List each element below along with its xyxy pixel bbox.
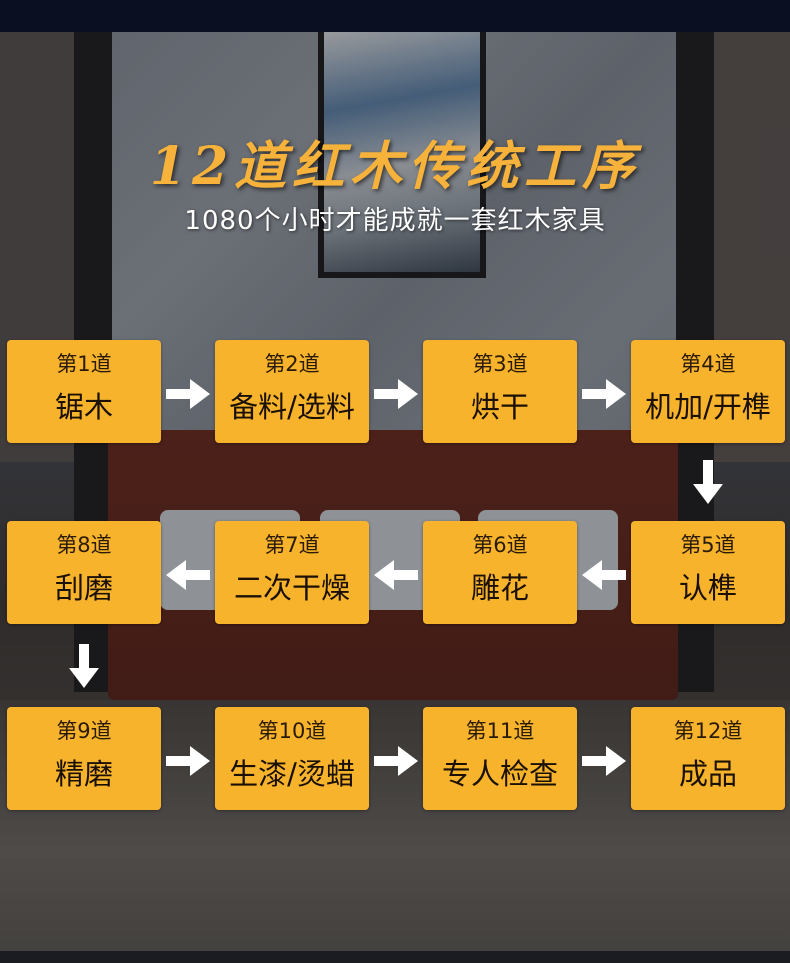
step-number: 第1道: [56, 352, 112, 376]
arrow-right-icon: [166, 745, 210, 776]
arrow-right-icon: [374, 378, 418, 409]
process-step-1: 第1道锯木: [7, 340, 161, 443]
step-name: 雕花: [470, 571, 529, 605]
background-landscape-painting: [318, 32, 486, 278]
step-name: 精磨: [54, 757, 113, 791]
arrow-down-icon: [69, 643, 99, 688]
process-step-8: 第8道刮磨: [7, 521, 161, 624]
page-subtitle: 1080个小时才能成就一套红木家具: [184, 206, 606, 236]
step-name: 生漆/烫蜡: [229, 757, 355, 791]
step-number: 第11道: [465, 719, 535, 743]
process-step-11: 第11道专人检查: [423, 707, 577, 810]
step-number: 第6道: [472, 533, 528, 557]
step-number: 第4道: [680, 352, 736, 376]
process-step-10: 第10道生漆/烫蜡: [215, 707, 369, 810]
bottom-bar: [0, 951, 790, 963]
arrow-right-icon: [166, 378, 210, 409]
step-name: 备料/选料: [229, 390, 355, 424]
step-name: 二次干燥: [233, 571, 350, 605]
top-bar: [0, 0, 790, 32]
arrow-right-icon: [582, 378, 626, 409]
step-number: 第10道: [257, 719, 327, 743]
arrow-right-icon: [374, 745, 418, 776]
step-name: 机加/开榫: [645, 390, 771, 424]
page-title: 12道红木传统工序: [149, 136, 641, 197]
process-step-5: 第5道认榫: [631, 521, 785, 624]
process-step-4: 第4道机加/开榫: [631, 340, 785, 443]
step-number: 第9道: [56, 719, 112, 743]
step-name: 成品: [678, 757, 737, 791]
arrow-left-icon: [166, 559, 210, 590]
process-step-6: 第6道雕花: [423, 521, 577, 624]
process-step-3: 第3道烘干: [423, 340, 577, 443]
process-step-7: 第7道二次干燥: [215, 521, 369, 624]
process-step-9: 第9道精磨: [7, 707, 161, 810]
arrow-left-icon: [374, 559, 418, 590]
step-name: 专人检查: [441, 757, 558, 791]
step-number: 第7道: [264, 533, 320, 557]
process-step-2: 第2道备料/选料: [215, 340, 369, 443]
step-name: 认榫: [678, 571, 737, 605]
arrow-down-icon: [693, 460, 723, 504]
step-number: 第8道: [56, 533, 112, 557]
step-number: 第5道: [680, 533, 736, 557]
process-step-12: 第12道成品: [631, 707, 785, 810]
arrow-left-icon: [582, 559, 626, 590]
step-number: 第3道: [472, 352, 528, 376]
step-number: 第12道: [673, 719, 743, 743]
step-name: 烘干: [470, 390, 529, 424]
step-number: 第2道: [264, 352, 320, 376]
painting-canvas: [324, 32, 480, 272]
step-name: 刮磨: [54, 571, 113, 605]
step-name: 锯木: [54, 390, 113, 424]
arrow-right-icon: [582, 745, 626, 776]
